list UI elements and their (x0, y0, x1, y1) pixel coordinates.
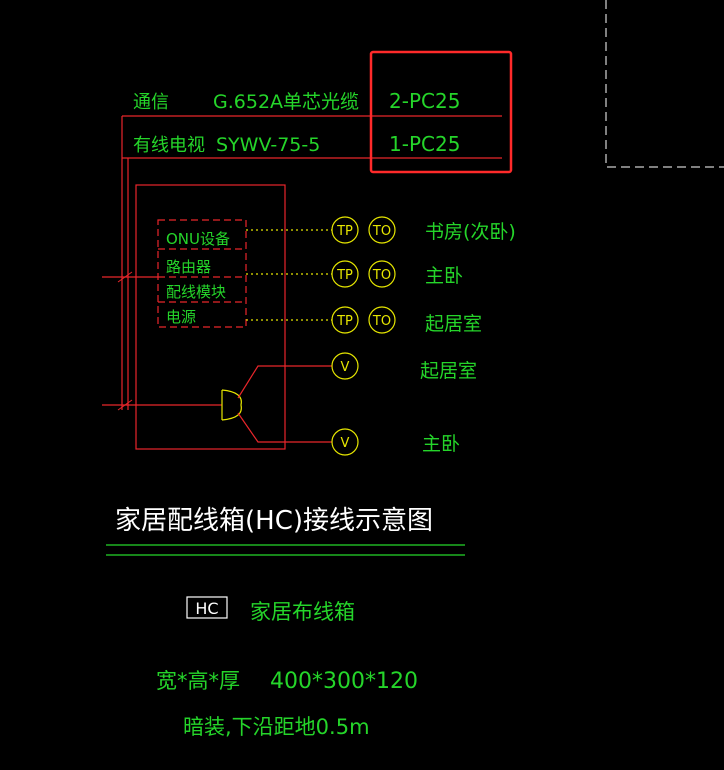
tv-line-upper (237, 365, 332, 399)
hc-module-label: 电源 (166, 308, 196, 326)
tick-mark (117, 271, 133, 411)
outlet-room: 主卧 (422, 433, 460, 455)
tv-splitter-symbol (221, 389, 242, 421)
outlet-room: 起居室 (420, 360, 477, 382)
tp-outlet-icon (331, 216, 359, 244)
outlet-symbol: TP (336, 224, 353, 239)
install-note: 暗装,下沿距地0.5m (183, 715, 370, 739)
hc-legend-symbol: HC (195, 599, 218, 618)
outlet-row-4: V 起居室 (331, 352, 477, 382)
conduit-highlight-box (369, 50, 513, 174)
tp-outlet-icon (331, 260, 359, 288)
tv-outlet-icon (331, 352, 359, 380)
outlet-symbol: V (341, 436, 350, 451)
outlet-row-1: TP TO 书房(次卧) (331, 216, 516, 244)
cable-spec: SYWV-75-5 (216, 134, 320, 156)
outlet-row-3: TP TO 起居室 (331, 306, 482, 335)
outlet-symbol: TO (372, 314, 391, 329)
to-outlet-icon (368, 306, 396, 334)
hc-module-label: 路由器 (166, 258, 211, 276)
cable-conduit: 2-PC25 (389, 89, 460, 113)
dimensions-value: 400*300*120 (270, 669, 418, 694)
drawing-boundary-dashed (605, 0, 724, 168)
hc-module-label: 配线模块 (166, 283, 226, 301)
diagram-title: 家居配线箱(HC)接线示意图 (115, 506, 433, 536)
outlet-row-5: V 主卧 (331, 428, 460, 456)
hc-legend-symbol-box (186, 596, 228, 619)
outlet-symbol: TO (372, 268, 391, 283)
tv-outlet-icon (331, 428, 359, 456)
outlet-symbol: TO (372, 224, 391, 239)
cable-spec: G.652A单芯光缆 (213, 91, 359, 113)
outlet-room: 主卧 (425, 265, 463, 287)
outlet-row-2: TP TO 主卧 (331, 260, 463, 288)
cable-type: 通信 (133, 92, 169, 113)
outlet-symbol: TP (336, 268, 353, 283)
outlet-symbol: TP (336, 314, 353, 329)
hc-module-label: ONU设备 (166, 230, 230, 248)
to-outlet-icon (368, 260, 396, 288)
to-outlet-icon (368, 216, 396, 244)
outlet-symbol: V (341, 360, 350, 375)
cable-conduit: 1-PC25 (389, 132, 460, 156)
outlet-room: 书房(次卧) (425, 221, 516, 243)
outlet-room: 起居室 (425, 313, 482, 335)
hc-module-box (157, 219, 247, 328)
tv-line-lower (237, 412, 332, 443)
dimensions-label: 宽*高*厚 (156, 669, 240, 693)
tp-outlet-icon (331, 306, 359, 334)
cable-row-2: 有线电视 SYWV-75-5 1-PC25 (133, 132, 460, 156)
cable-row-1: 通信 G.652A单芯光缆 2-PC25 (133, 89, 460, 113)
hc-legend-description: 家居布线箱 (250, 600, 355, 624)
cable-type: 有线电视 (133, 135, 205, 156)
hc-box (135, 184, 286, 450)
